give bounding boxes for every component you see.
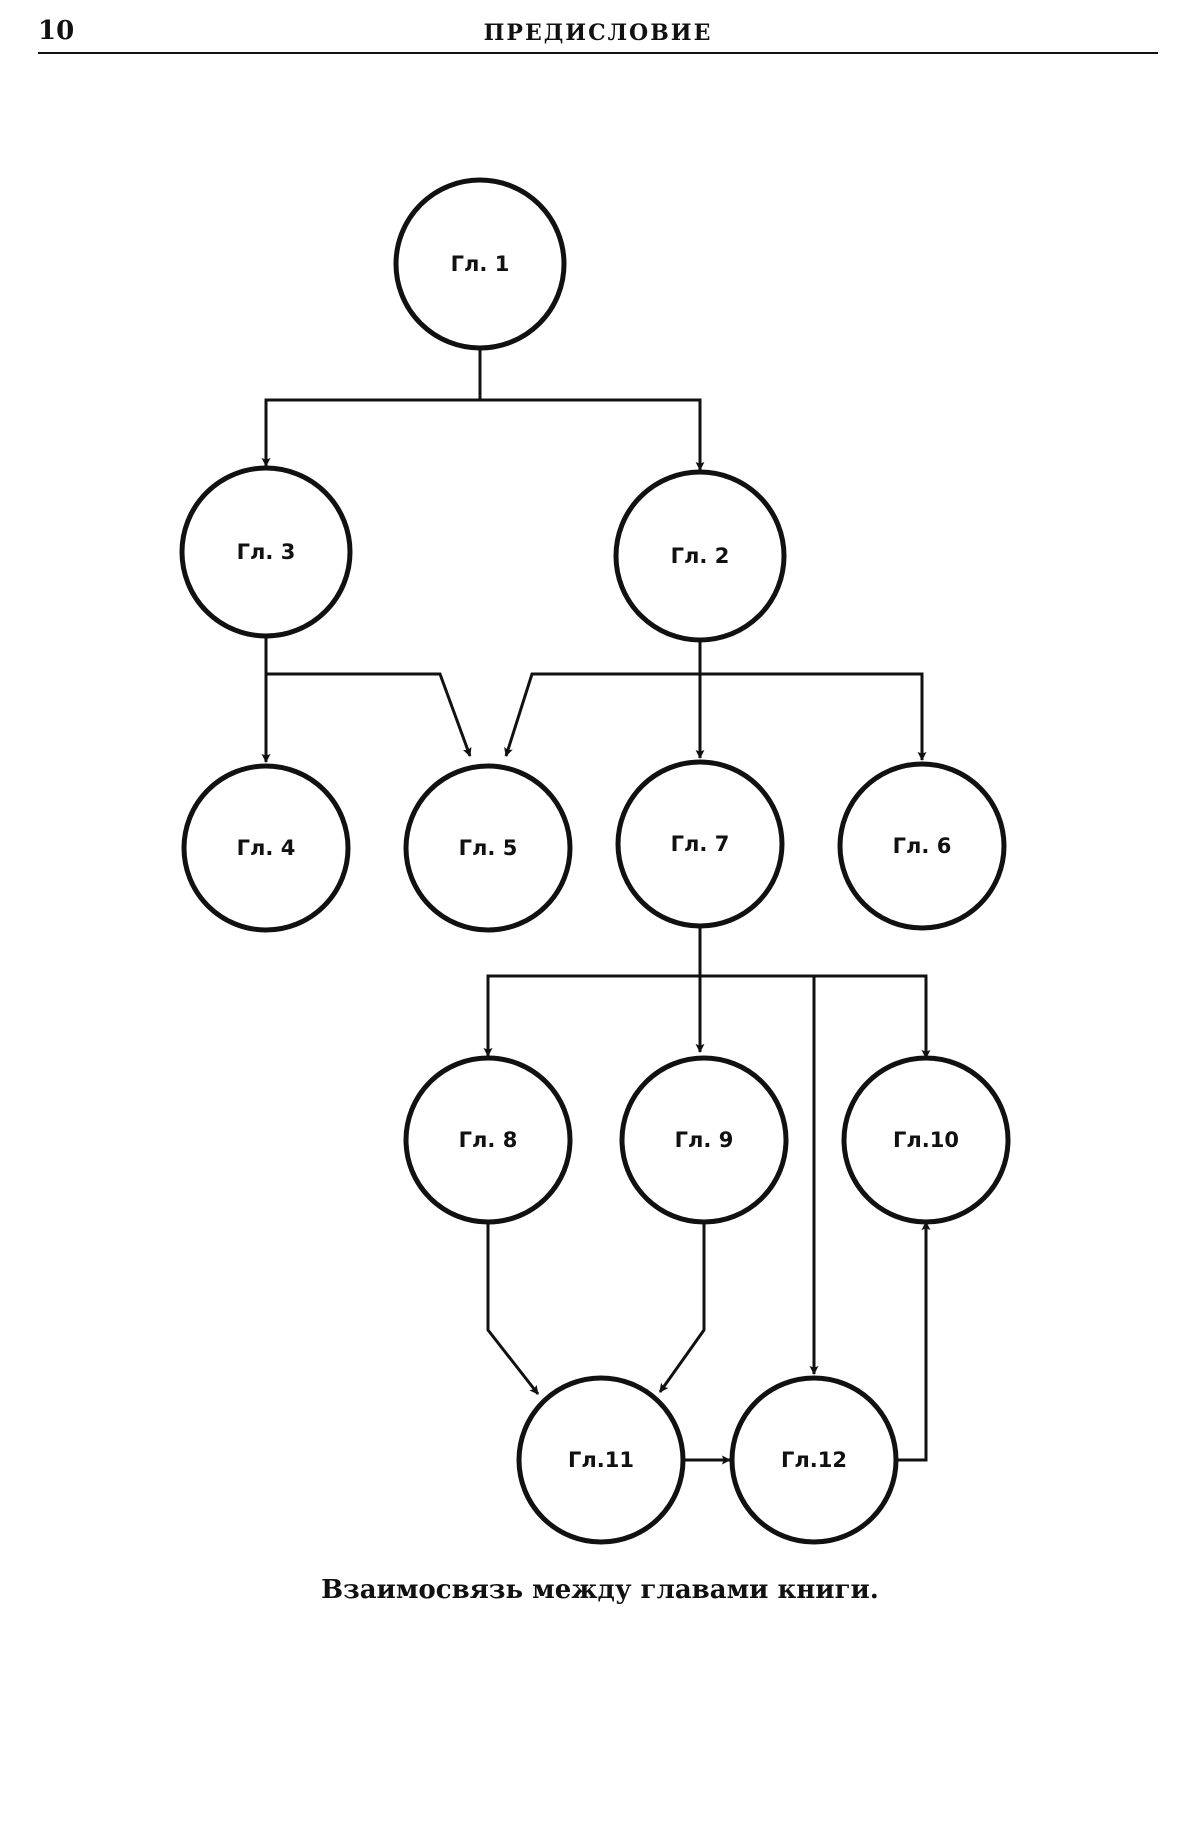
edge-2-5	[504, 672, 700, 757]
node-chapter-3	[179, 465, 353, 639]
edge-1-3	[261, 348, 482, 467]
node-chapter-1	[393, 177, 567, 351]
node-label-chapter-6: Гл. 6	[893, 834, 952, 858]
node-chapter-5	[403, 763, 573, 933]
node-label-chapter-3: Гл. 3	[237, 540, 296, 564]
node-chapter-8	[403, 1055, 573, 1225]
edge-2-6	[700, 672, 927, 761]
node-chapter-4	[181, 763, 351, 933]
node-label-chapter-5: Гл. 5	[459, 836, 518, 860]
node-label-chapter-1: Гл. 1	[451, 252, 510, 276]
edge-9-11	[658, 1222, 706, 1393]
page-number: 10	[38, 16, 75, 46]
node-label-chapter-11: Гл.11	[568, 1448, 634, 1472]
figure-caption: Взаимосвязь между главами книги.	[321, 1575, 879, 1605]
node-label-chapter-12: Гл.12	[781, 1448, 847, 1472]
node-label-chapter-9: Гл. 9	[675, 1128, 734, 1152]
node-label-chapter-4: Гл. 4	[237, 836, 296, 860]
edge-7-10	[700, 974, 931, 1059]
node-chapter-6	[837, 761, 1007, 931]
edge-7-8	[483, 926, 702, 1057]
edge-3-5	[266, 672, 472, 757]
node-label-chapter-2: Гл. 2	[671, 544, 730, 568]
node-label-chapter-10: Гл.10	[893, 1128, 959, 1152]
page-header: 10 ПРЕДИСЛОВИЕ	[38, 10, 1158, 54]
edge-1-2	[480, 398, 705, 471]
running-title: ПРЕДИСЛОВИЕ	[483, 20, 713, 46]
node-label-chapter-7: Гл. 7	[671, 832, 730, 856]
node-chapter-10	[841, 1055, 1011, 1225]
edge-8-11	[486, 1222, 540, 1395]
node-chapter-7	[615, 759, 785, 929]
node-label-chapter-8: Гл. 8	[459, 1128, 518, 1152]
node-chapter-11	[516, 1375, 686, 1545]
node-chapter-2	[613, 469, 787, 643]
node-chapter-12	[729, 1375, 899, 1545]
edge-12-10	[898, 1221, 931, 1462]
node-chapter-9	[619, 1055, 789, 1225]
